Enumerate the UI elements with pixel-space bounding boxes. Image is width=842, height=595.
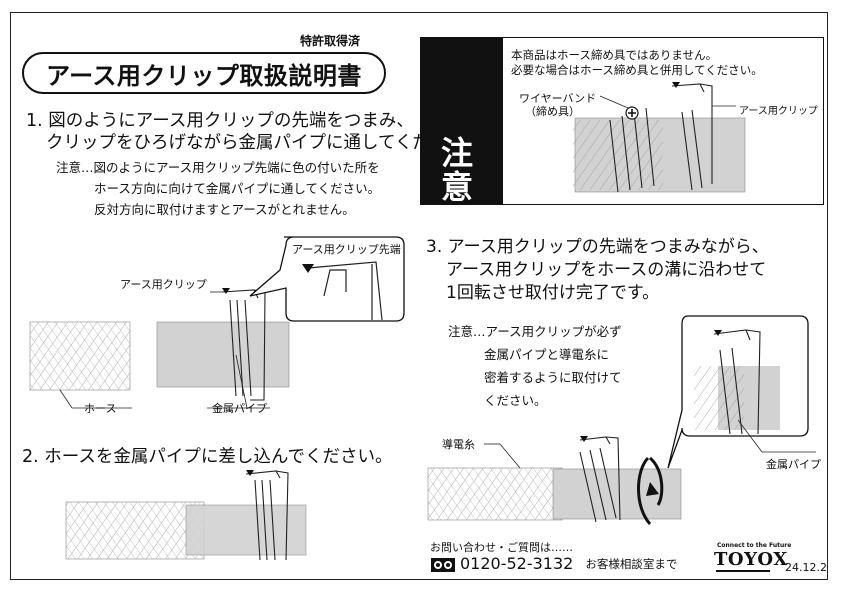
hose-figure-2 <box>65 501 205 560</box>
caution-text: 本商品はホース締め具ではありません。 必要な場合はホース締め具と併用してください… <box>511 48 763 78</box>
clip-figure-1 <box>221 289 266 401</box>
clip-tip-mark-callout <box>302 264 314 273</box>
step3-line1: 3. アース用クリップの先端をつまみながら、 <box>426 237 769 257</box>
step1-text: 1. 図のようにアース用クリップの先端をつまみ、 クリップをひろげながら金属パイ… <box>26 110 482 154</box>
wire-band-label: ワイヤーバンド <box>519 92 597 105</box>
caution-kanji-1: 注 <box>441 134 474 172</box>
caution-side: 注 意 <box>421 38 503 206</box>
metal-pipe-2 <box>185 504 307 556</box>
metal-pipe-label: 金属パイプ <box>212 402 267 415</box>
note3-line2: 金属パイプと導電糸に <box>484 347 610 362</box>
metal-pipe-1 <box>156 321 290 388</box>
conductive-thread-label: 導電糸 <box>442 438 475 451</box>
pipe-leader <box>235 354 248 409</box>
clip-tip-label: アース用クリップ先端 <box>292 243 401 256</box>
step1-line2: クリップをひろげながら金属パイプに通してください。 <box>46 133 483 153</box>
print-date: 24.12.2 <box>785 561 827 574</box>
step1-line1: 1. 図のようにアース用クリップの先端をつまみ、 <box>26 111 414 131</box>
clip-figure-2 <box>245 470 289 561</box>
rotation-arrow-icon <box>637 456 664 525</box>
note3-line1: 注意…アース用クリップが必ず <box>448 324 622 339</box>
thread-leader <box>499 443 521 469</box>
page-frame <box>10 12 828 580</box>
page-title: アース用クリップ取扱説明書 <box>22 52 386 94</box>
patent-label: 特許取得済 <box>300 34 361 48</box>
note3-line3: 密着するように取付けて <box>484 370 622 385</box>
clip-tip-mark-1 <box>222 288 230 294</box>
brand-logo: TOYOX <box>714 549 788 570</box>
phone-row: 0120-52-3132 お客様相談室まで <box>460 554 677 573</box>
caution-box: 注 意 本商品はホース締め具ではありません。 必要な場合はホース締め具と併用して… <box>420 37 824 206</box>
step2-text: 2. ホースを金属パイプに差し込んでください。 <box>22 447 393 467</box>
note1-text: 注意…図のようにアース用クリップ先端に色の付いた所を ホース方向に向けて金属パイ… <box>56 157 380 220</box>
hose-leader <box>59 389 73 409</box>
clip-tip-mark-2 <box>246 470 254 476</box>
caution-line1: 本商品はホース締め具ではありません。 <box>511 48 718 62</box>
clip-label: アース用クリップ <box>120 278 207 291</box>
clip-figure-3 <box>579 436 621 523</box>
brand-tagline: Connect to the Future <box>717 542 792 549</box>
step3-line3: 1回転させ取付け完了です。 <box>446 283 660 303</box>
caution-kanji-2: 意 <box>441 168 474 206</box>
hose-label: ホース <box>84 402 117 415</box>
phone-number[interactable]: 0120-52-3132 <box>460 554 574 573</box>
hose-figure-1 <box>29 321 131 391</box>
clip-tip-callout <box>249 236 405 322</box>
note1-line2: ホース方向に向けて金属パイプに通してください。 <box>94 181 381 196</box>
wire-band-sub-label: （締め具） <box>525 105 580 118</box>
step3-detail <box>694 329 816 453</box>
caution-clip-label: アース用クリップ <box>739 106 818 117</box>
step3-text: 3. アース用クリップの先端をつまみながら、 アース用クリップをホースの溝に沿わ… <box>426 236 769 305</box>
contact-label: お問い合わせ・ご質問は…… <box>430 541 573 554</box>
caution-figure <box>573 82 746 193</box>
note3-text: 注意…アース用クリップが必ず 金属パイプと導電糸に 密着するように取付けて くだ… <box>448 320 622 412</box>
clip-tip-detail <box>307 261 383 321</box>
note1-line3: 反対方向に取付けますとアースがとれません。 <box>94 202 355 217</box>
step3-line2: アース用クリップをホースの溝に沿わせて <box>446 260 767 280</box>
note3-line4: ください。 <box>484 393 547 408</box>
customer-desk: お客様相談室まで <box>585 556 678 571</box>
page-title-text: アース用クリップ取扱説明書 <box>46 61 362 90</box>
metal-pipe-3-label: 金属パイプ <box>766 458 821 471</box>
caution-line2: 必要な場合はホース締め具と併用してください。 <box>511 63 763 77</box>
hose-figure-3 <box>427 467 563 521</box>
phone-icon <box>431 558 455 572</box>
clip-tip-mark-3 <box>580 436 588 442</box>
note1-line1: 注意…図のようにアース用クリップ先端に色の付いた所を <box>56 160 380 175</box>
